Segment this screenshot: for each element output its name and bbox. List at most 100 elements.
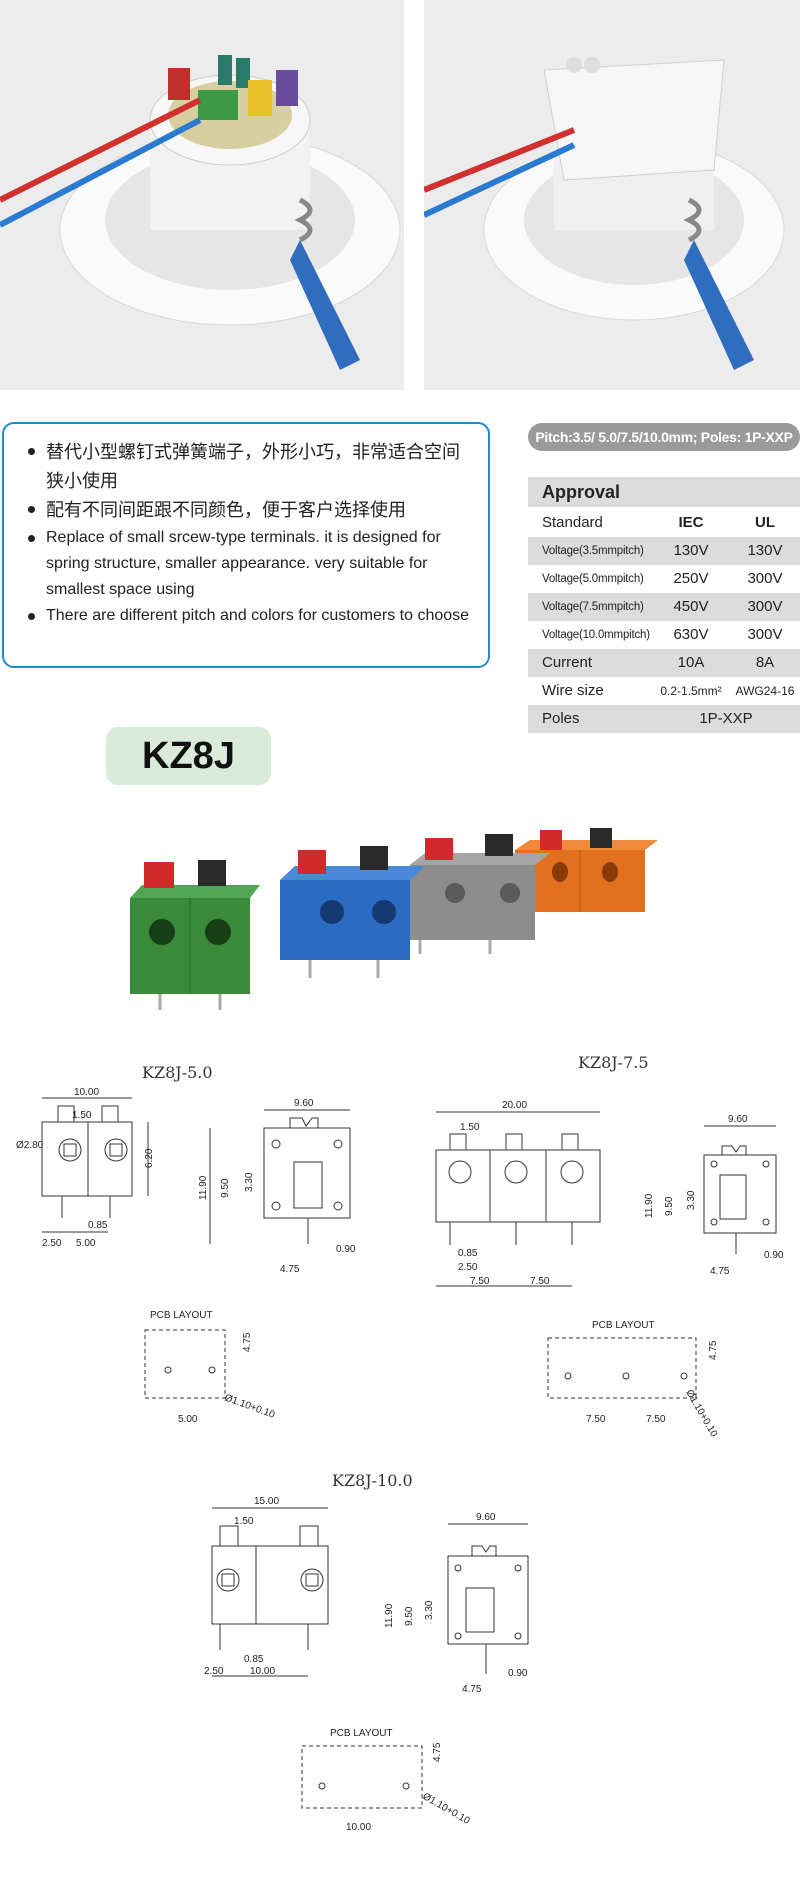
- pcb-b2: 7.50: [646, 1414, 666, 1425]
- dim-side-t: 0.90: [336, 1244, 356, 1255]
- pcb-a: 4.75: [432, 1742, 443, 1762]
- feature-item-en-1: Replace of small srcew-type terminals. i…: [26, 525, 470, 603]
- dim-b1: 7.50: [470, 1276, 490, 1287]
- dim-side-h1: 11.90: [644, 1193, 655, 1218]
- orange-terminal: [515, 828, 658, 912]
- model-badge: KZ8J: [106, 727, 271, 785]
- feature-item-zh-2: 配有不同间距跟不同颜色，便于客户选择使用: [26, 496, 470, 525]
- dim-a: 2.50: [458, 1262, 478, 1273]
- pcb-b: 5.00: [178, 1414, 198, 1425]
- dim-side-h2: 9.50: [404, 1606, 415, 1626]
- spec-row: Wire size 0.2-1.5mm² AWG24-16: [528, 677, 800, 705]
- dim-height: 6.20: [144, 1148, 155, 1168]
- ul-header: UL: [755, 514, 775, 532]
- dim-pin: 1.50: [72, 1110, 92, 1121]
- dim-side-h2: 9.50: [220, 1178, 231, 1198]
- spec-iec-value: 630V: [673, 626, 709, 644]
- feature-item-en-2: There are different pitch and colors for…: [26, 603, 470, 629]
- spec-ul-value: 300V: [747, 598, 783, 616]
- spec-label: Poles: [542, 710, 580, 728]
- dim-side-w: 9.60: [294, 1098, 314, 1109]
- spec-row: Voltage(10.0mmpitch) 630V 300V: [528, 621, 800, 649]
- feature-list-box: 替代小型螺钉式弹簧端子，外形小巧，非常适合空间狭小使用 配有不同间距跟不同颜色，…: [2, 422, 490, 668]
- dim-pin-d: 0.85: [88, 1220, 108, 1231]
- dim-side-h1: 11.90: [384, 1603, 395, 1628]
- spec-ul-value: 300V: [747, 626, 783, 644]
- pcb-title: PCB LAYOUT: [592, 1320, 655, 1331]
- spec-label: Voltage(10.0mmpitch): [542, 628, 650, 641]
- spec-label: Voltage(7.5mmpitch): [542, 600, 644, 613]
- dim-side-p: 4.75: [462, 1684, 482, 1695]
- downlight-closed-photo: [424, 0, 800, 390]
- spec-label: Wire size: [542, 682, 604, 700]
- spec-iec-value: 250V: [673, 570, 709, 588]
- spec-table: Approval Standard IEC UL Voltage(3.5mmpi…: [528, 477, 800, 733]
- pcb-hole: Ø1.10+0.10: [223, 1392, 277, 1420]
- dim-side-p: 4.75: [710, 1266, 730, 1277]
- spec-iec-value: 10A: [677, 654, 705, 672]
- dim-side-t: 0.90: [508, 1668, 528, 1679]
- grey-terminal: [410, 834, 550, 954]
- spec-label: Voltage(5.0mmpitch): [542, 572, 644, 585]
- dim-b2: 7.50: [530, 1276, 550, 1287]
- approval-heading: Approval: [528, 477, 800, 507]
- drawing-title: KZ8J-5.0: [142, 1063, 213, 1082]
- spec-iec-value: 450V: [673, 598, 709, 616]
- drawing-kz8j-5-0: KZ8J-5.0 10.00 1.50 Ø2.80 6.20 0.85 2.50…: [0, 1050, 400, 1450]
- spec-row-poles: Poles 1P-XXP: [528, 705, 800, 733]
- dim-width: 15.00: [254, 1496, 279, 1507]
- dim-pin: 1.50: [234, 1516, 254, 1527]
- dim-side-t: 0.90: [764, 1250, 784, 1261]
- dim-width: 20.00: [502, 1100, 527, 1111]
- spec-ul-value: 130V: [747, 542, 783, 560]
- spec-ul-value: 8A: [755, 654, 775, 672]
- iec-header: IEC: [678, 514, 704, 532]
- spec-label: Voltage(3.5mmpitch): [542, 544, 644, 557]
- spec-row: Voltage(7.5mmpitch) 450V 300V: [528, 593, 800, 621]
- dim-a: 2.50: [42, 1238, 62, 1249]
- dim-side-w: 9.60: [476, 1512, 496, 1523]
- pcb-a: 4.75: [708, 1340, 719, 1360]
- drawing-kz8j-10-0: KZ8J-10.0 15.00 1.50 0.85 2.50 10.00 9.6…: [160, 1460, 600, 1880]
- feature-item-zh-1: 替代小型螺钉式弹簧端子，外形小巧，非常适合空间狭小使用: [26, 438, 470, 496]
- spec-poles-value: 1P-XXP: [699, 710, 753, 728]
- spec-iec-value: 0.2-1.5mm²: [660, 683, 722, 698]
- terminal-blocks-image: [120, 820, 680, 1010]
- dim-side-h3: 3.30: [686, 1190, 697, 1210]
- blue-terminal: [280, 846, 425, 978]
- pcb-b: 10.00: [346, 1822, 371, 1833]
- dim-b: 5.00: [76, 1238, 96, 1249]
- pcb-title: PCB LAYOUT: [330, 1728, 393, 1739]
- dim-side-h2: 9.50: [664, 1196, 675, 1216]
- standard-label: Standard: [542, 514, 603, 532]
- green-terminal: [130, 860, 260, 1010]
- dim-side-p: 4.75: [280, 1264, 300, 1275]
- pcb-hole: Ø1.10+0.10: [421, 1791, 472, 1827]
- spec-row: Voltage(5.0mmpitch) 250V 300V: [528, 565, 800, 593]
- dim-width: 10.00: [74, 1087, 99, 1098]
- spec-ul-value: AWG24-16: [735, 683, 795, 698]
- downlight-open-photo: [0, 0, 404, 390]
- dim-side-w: 9.60: [728, 1114, 748, 1125]
- spec-row: Current 10A 8A: [528, 649, 800, 677]
- dim-a: 2.50: [204, 1666, 224, 1677]
- dim-hole: Ø2.80: [16, 1140, 44, 1151]
- spec-ul-value: 300V: [747, 570, 783, 588]
- pcb-title: PCB LAYOUT: [150, 1310, 213, 1321]
- dim-side-h3: 3.30: [424, 1600, 435, 1620]
- pcb-a: 4.75: [242, 1332, 253, 1352]
- dim-side-h3: 3.30: [244, 1172, 255, 1192]
- spec-row: Voltage(3.5mmpitch) 130V 130V: [528, 537, 800, 565]
- drawing-title: KZ8J-10.0: [332, 1471, 413, 1490]
- pcb-b1: 7.50: [586, 1414, 606, 1425]
- drawing-title: KZ8J-7.5: [578, 1053, 649, 1072]
- pitch-badge: Pitch:3.5/ 5.0/7.5/10.0mm; Poles: 1P-XXP: [528, 423, 800, 451]
- spec-iec-value: 130V: [673, 542, 709, 560]
- dim-pin: 1.50: [460, 1122, 480, 1133]
- pcb-hole: Ø1.10+0.10: [683, 1388, 719, 1439]
- drawing-kz8j-7-5: KZ8J-7.5 20.00 1.50 0.85 2.50 7.50 7.50 …: [410, 1040, 800, 1440]
- dim-pin-d: 0.85: [458, 1248, 478, 1259]
- dim-pin-d: 0.85: [244, 1654, 264, 1665]
- spec-label: Current: [542, 654, 593, 672]
- dim-side-h1: 11.90: [198, 1175, 209, 1200]
